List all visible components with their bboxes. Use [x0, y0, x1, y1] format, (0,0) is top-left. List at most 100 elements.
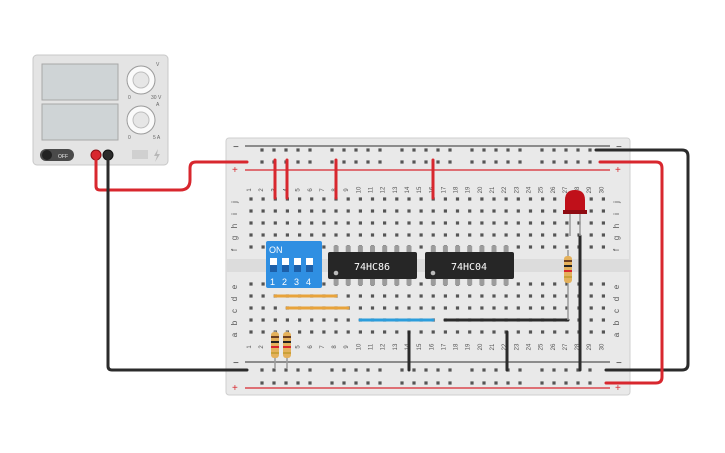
- rail-hole[interactable]: [588, 160, 592, 164]
- rail-hole[interactable]: [564, 148, 568, 152]
- grid-hole[interactable]: [261, 318, 265, 322]
- grid-hole[interactable]: [419, 330, 423, 334]
- wires[interactable]: [94, 148, 690, 385]
- grid-hole[interactable]: [553, 221, 557, 225]
- grid-hole[interactable]: [565, 245, 569, 249]
- grid-hole[interactable]: [492, 306, 496, 310]
- grid-hole[interactable]: [516, 221, 520, 225]
- grid-hole[interactable]: [249, 318, 253, 322]
- grid-hole[interactable]: [322, 330, 326, 334]
- grid-hole[interactable]: [443, 233, 447, 237]
- grid-hole[interactable]: [553, 294, 557, 298]
- grid-hole[interactable]: [261, 209, 265, 213]
- rail-hole[interactable]: [552, 160, 556, 164]
- grid-hole[interactable]: [322, 318, 326, 322]
- grid-hole[interactable]: [455, 197, 460, 201]
- grid-hole[interactable]: [565, 282, 569, 286]
- grid-hole[interactable]: [528, 245, 533, 249]
- grid-hole[interactable]: [310, 330, 314, 334]
- grid-hole[interactable]: [370, 209, 375, 213]
- chip-74hc86[interactable]: 74HC86: [328, 252, 417, 279]
- rail-hole[interactable]: [260, 148, 264, 152]
- power-supply[interactable]: V 0 30 V A 0 5 A OFF: [32, 54, 169, 166]
- grid-hole[interactable]: [455, 294, 460, 298]
- grid-hole[interactable]: [261, 330, 265, 334]
- grid-hole[interactable]: [370, 330, 375, 334]
- grid-hole[interactable]: [492, 294, 496, 298]
- rail-hole[interactable]: [448, 368, 452, 372]
- resistor-led[interactable]: [564, 250, 572, 320]
- grid-hole[interactable]: [443, 197, 447, 201]
- grid-hole[interactable]: [273, 221, 277, 225]
- grid-hole[interactable]: [443, 209, 447, 213]
- grid-hole[interactable]: [298, 197, 302, 201]
- rail-hole[interactable]: [400, 368, 404, 372]
- rail-hole[interactable]: [342, 160, 346, 164]
- rail-hole[interactable]: [366, 160, 370, 164]
- rail-hole[interactable]: [412, 148, 416, 152]
- grid-hole[interactable]: [565, 221, 569, 225]
- rail-hole[interactable]: [366, 368, 370, 372]
- rail-hole[interactable]: [378, 160, 382, 164]
- grid-hole[interactable]: [455, 233, 460, 237]
- grid-hole[interactable]: [334, 330, 338, 334]
- rail-hole[interactable]: [448, 381, 452, 385]
- rail-hole[interactable]: [494, 148, 498, 152]
- grid-hole[interactable]: [395, 294, 399, 298]
- grid-hole[interactable]: [601, 209, 605, 213]
- rail-hole[interactable]: [576, 148, 580, 152]
- rail-hole[interactable]: [296, 381, 300, 385]
- rail-hole[interactable]: [518, 381, 522, 385]
- grid-hole[interactable]: [346, 209, 350, 213]
- rail-hole[interactable]: [552, 381, 556, 385]
- rail-hole[interactable]: [506, 160, 510, 164]
- grid-hole[interactable]: [419, 282, 423, 286]
- rail-hole[interactable]: [412, 160, 416, 164]
- grid-hole[interactable]: [358, 306, 362, 310]
- grid-hole[interactable]: [528, 197, 533, 201]
- grid-hole[interactable]: [370, 197, 375, 201]
- rail-hole[interactable]: [588, 148, 592, 152]
- rail-hole[interactable]: [506, 148, 510, 152]
- rail-hole[interactable]: [342, 148, 346, 152]
- rail-hole[interactable]: [308, 381, 312, 385]
- grid-hole[interactable]: [261, 245, 265, 249]
- grid-hole[interactable]: [358, 294, 362, 298]
- grid-hole[interactable]: [589, 233, 593, 237]
- dip-switch[interactable]: ON 1 2 3 4: [266, 241, 322, 288]
- grid-hole[interactable]: [419, 221, 423, 225]
- grid-hole[interactable]: [249, 306, 253, 310]
- rail-hole[interactable]: [494, 160, 498, 164]
- grid-hole[interactable]: [492, 221, 496, 225]
- grid-hole[interactable]: [516, 233, 520, 237]
- grid-hole[interactable]: [455, 221, 460, 225]
- red-wire-supply-to-top-plus-rail[interactable]: [94, 153, 249, 192]
- grid-hole[interactable]: [589, 209, 593, 213]
- rail-hole[interactable]: [296, 148, 300, 152]
- grid-hole[interactable]: [589, 197, 593, 201]
- grid-hole[interactable]: [322, 197, 326, 201]
- grid-hole[interactable]: [249, 197, 253, 201]
- grid-hole[interactable]: [468, 221, 472, 225]
- rail-hole[interactable]: [518, 148, 522, 152]
- rail-hole[interactable]: [482, 160, 486, 164]
- grid-hole[interactable]: [516, 282, 520, 286]
- rail-hole[interactable]: [424, 148, 428, 152]
- grid-hole[interactable]: [601, 318, 605, 322]
- grid-hole[interactable]: [601, 245, 605, 249]
- grid-hole[interactable]: [431, 209, 435, 213]
- grid-hole[interactable]: [249, 221, 253, 225]
- grid-hole[interactable]: [553, 197, 557, 201]
- grid-hole[interactable]: [261, 294, 265, 298]
- grid-hole[interactable]: [431, 221, 435, 225]
- grid-hole[interactable]: [346, 197, 350, 201]
- grid-hole[interactable]: [492, 209, 496, 213]
- grid-hole[interactable]: [541, 197, 545, 201]
- rail-hole[interactable]: [576, 160, 580, 164]
- grid-hole[interactable]: [553, 233, 557, 237]
- rail-hole[interactable]: [482, 148, 486, 152]
- grid-hole[interactable]: [346, 318, 350, 322]
- grid-hole[interactable]: [455, 209, 460, 213]
- rail-hole[interactable]: [330, 160, 334, 164]
- current-knob[interactable]: [126, 105, 156, 135]
